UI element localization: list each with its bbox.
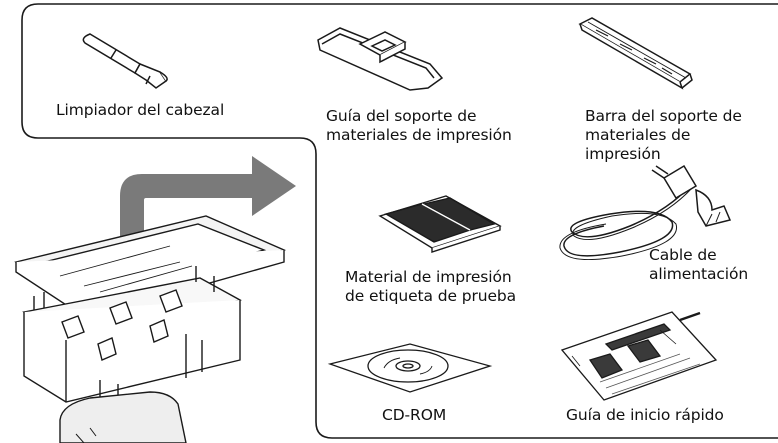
media-bar-label: Barra del soporte de materiales de impre… bbox=[585, 107, 742, 164]
head-cleaner-icon bbox=[82, 33, 168, 89]
quick-guide-label: Guía de inicio rápido bbox=[566, 406, 724, 425]
media-guide-icon bbox=[317, 27, 444, 91]
unpack-arrow bbox=[120, 156, 296, 262]
power-cable-icon bbox=[559, 164, 732, 261]
label-sheets-icon bbox=[378, 195, 502, 253]
power-cable-label: Cable de alimentación bbox=[649, 246, 748, 284]
cd-rom-icon bbox=[327, 343, 493, 393]
head-cleaner-label: Limpiador del cabezal bbox=[56, 101, 224, 120]
quick-guide-icon bbox=[560, 311, 718, 401]
test-labels-label: Material de impresión de etiqueta de pru… bbox=[345, 268, 516, 306]
power-cable-line1: Cable de bbox=[649, 246, 717, 264]
media-bar-line3: impresión bbox=[585, 145, 661, 163]
printer-box-illustration bbox=[14, 215, 287, 443]
head-cleaner-text: Limpiador del cabezal bbox=[56, 101, 225, 119]
quick-guide-text: Guía de inicio rápido bbox=[566, 406, 724, 424]
test-labels-line2: de etiqueta de prueba bbox=[345, 287, 517, 305]
power-cable-line2: alimentación bbox=[649, 265, 749, 283]
test-labels-line1: Material de impresión bbox=[345, 268, 512, 286]
contents-frame bbox=[21, 3, 778, 439]
cd-rom-text: CD-ROM bbox=[382, 406, 447, 424]
media-guide-line2: materiales de impresión bbox=[326, 126, 512, 144]
cd-rom-label: CD-ROM bbox=[382, 406, 446, 425]
media-guide-label: Guía del soporte de materiales de impres… bbox=[326, 107, 512, 145]
media-bar-icon bbox=[578, 17, 693, 90]
media-bar-line2: materiales de bbox=[585, 126, 691, 144]
media-bar-line1: Barra del soporte de bbox=[585, 107, 742, 125]
media-guide-line1: Guía del soporte de bbox=[326, 107, 477, 125]
